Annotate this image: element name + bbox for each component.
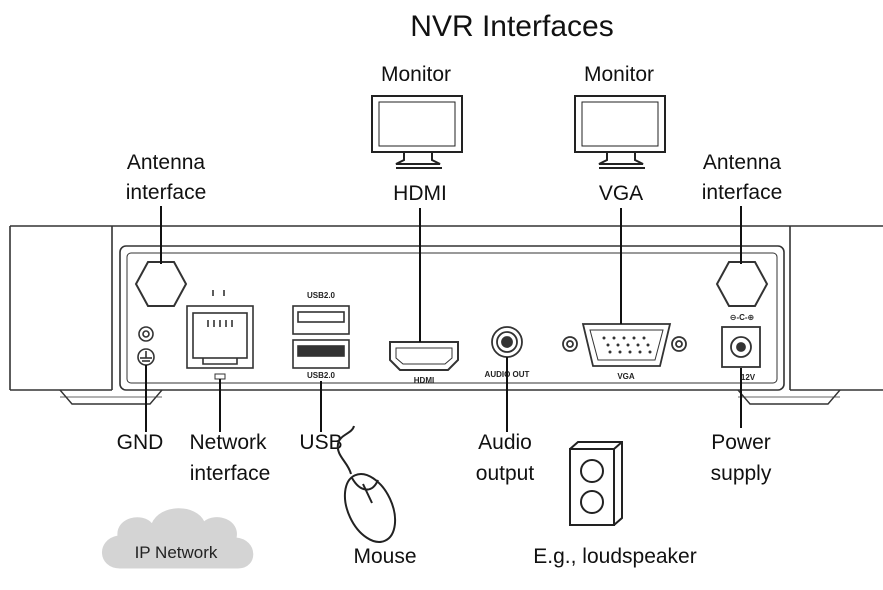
antenna-right-label-line2: interface [702, 181, 783, 204]
audio-label-line2: output [476, 462, 535, 485]
ip-network-label: IP Network [135, 543, 218, 562]
usb-top-marking: USB2.0 [307, 291, 336, 300]
vga-port [562, 323, 687, 367]
antenna-left-connector [134, 261, 188, 307]
monitor-right-label: Monitor [584, 63, 654, 86]
diagram-title: NVR Interfaces [410, 10, 613, 43]
leader-lines [145, 206, 742, 432]
network-label-line2: interface [190, 462, 271, 485]
usb-bottom-marking: USB2.0 [307, 371, 336, 380]
vga-label: VGA [599, 182, 643, 205]
antenna-left-label-line1: Antenna [127, 151, 206, 174]
power-label-line2: supply [711, 462, 772, 485]
network-label-line1: Network [189, 431, 267, 454]
loudspeaker-label: E.g., loudspeaker [533, 545, 696, 568]
audio-jack [491, 326, 523, 358]
power-jack [721, 326, 761, 368]
antenna-left-label-line2: interface [126, 181, 207, 204]
usb-label: USB [299, 431, 342, 454]
gnd-label: GND [117, 431, 164, 454]
monitor-right-icon [574, 95, 666, 169]
network-port [186, 290, 254, 380]
cloud-icon [102, 508, 254, 569]
vga-marking: VGA [617, 372, 635, 381]
monitor-left-label: Monitor [381, 63, 451, 86]
hdmi-port [389, 341, 459, 371]
antenna-right-connector [715, 261, 769, 307]
gnd-terminal [137, 326, 155, 366]
mouse-icon [336, 425, 397, 543]
power-rating-marking: 12V [741, 373, 756, 382]
vga-pins [602, 336, 652, 354]
monitor-left-icon [371, 95, 463, 169]
mouse-label: Mouse [353, 545, 416, 568]
usb-ports [292, 305, 350, 369]
nvr-chassis [9, 225, 883, 405]
loudspeaker-icon [569, 441, 623, 526]
audio-label-line1: Audio [478, 431, 532, 454]
power-polarity-marking: ⊖-C-⊕ [730, 313, 755, 322]
power-label-line1: Power [711, 431, 771, 454]
hdmi-marking: HDMI [414, 376, 434, 385]
antenna-right-label-line1: Antenna [703, 151, 782, 174]
hdmi-label: HDMI [393, 182, 447, 205]
